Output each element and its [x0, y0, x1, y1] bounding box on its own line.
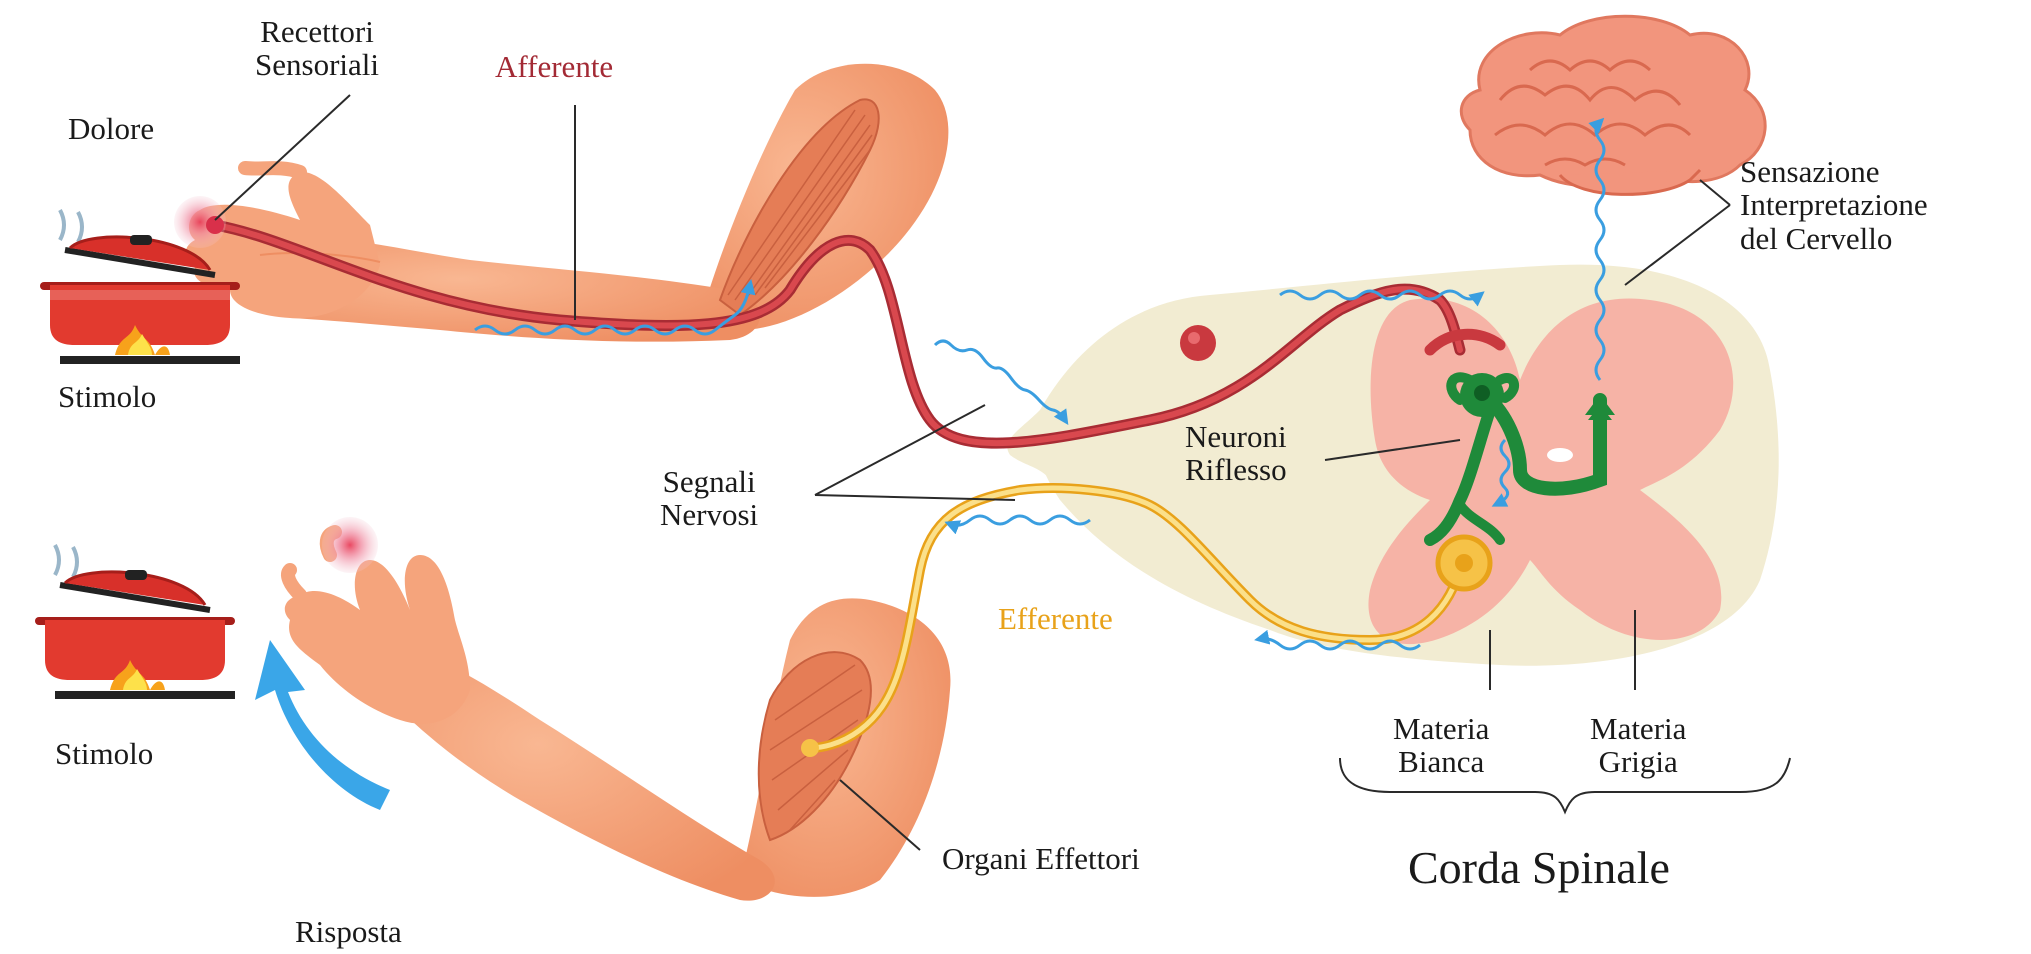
- label-neuroni-riflesso: Neuroni Riflesso: [1185, 420, 1287, 487]
- label-sensazione: Sensazione Interpretazione del Cervello: [1740, 155, 1928, 255]
- label-materia-grigia: Materia Grigia: [1590, 712, 1686, 779]
- label-materia-bianca: Materia Bianca: [1393, 712, 1489, 779]
- pot-icon-bottom: [35, 545, 235, 699]
- label-organi-effettori: Organi Effettori: [942, 842, 1140, 875]
- label-risposta: Risposta: [295, 915, 402, 948]
- spinal-cord-cross-section: [1007, 265, 1778, 666]
- brain-icon: [1461, 16, 1765, 194]
- label-segnali-nervosi: Segnali Nervosi: [660, 465, 758, 532]
- pain-point-icon-bottom: [322, 517, 378, 573]
- label-stimolo-top: Stimolo: [58, 380, 156, 413]
- hand-bottom: [285, 555, 470, 724]
- central-canal: [1547, 448, 1573, 462]
- label-stimolo-bottom: Stimolo: [55, 737, 153, 770]
- label-dolore: Dolore: [68, 112, 154, 145]
- arm-bottom: [285, 532, 951, 901]
- label-corda-spinale: Corda Spinale: [1408, 843, 1670, 893]
- arm-top: [186, 64, 949, 342]
- label-efferente: Efferente: [998, 602, 1113, 635]
- label-recettori-sensoriali: Recettori Sensoriali: [255, 15, 379, 82]
- label-afferente: Afferente: [495, 50, 613, 83]
- dorsal-root-ganglion: [1180, 325, 1216, 361]
